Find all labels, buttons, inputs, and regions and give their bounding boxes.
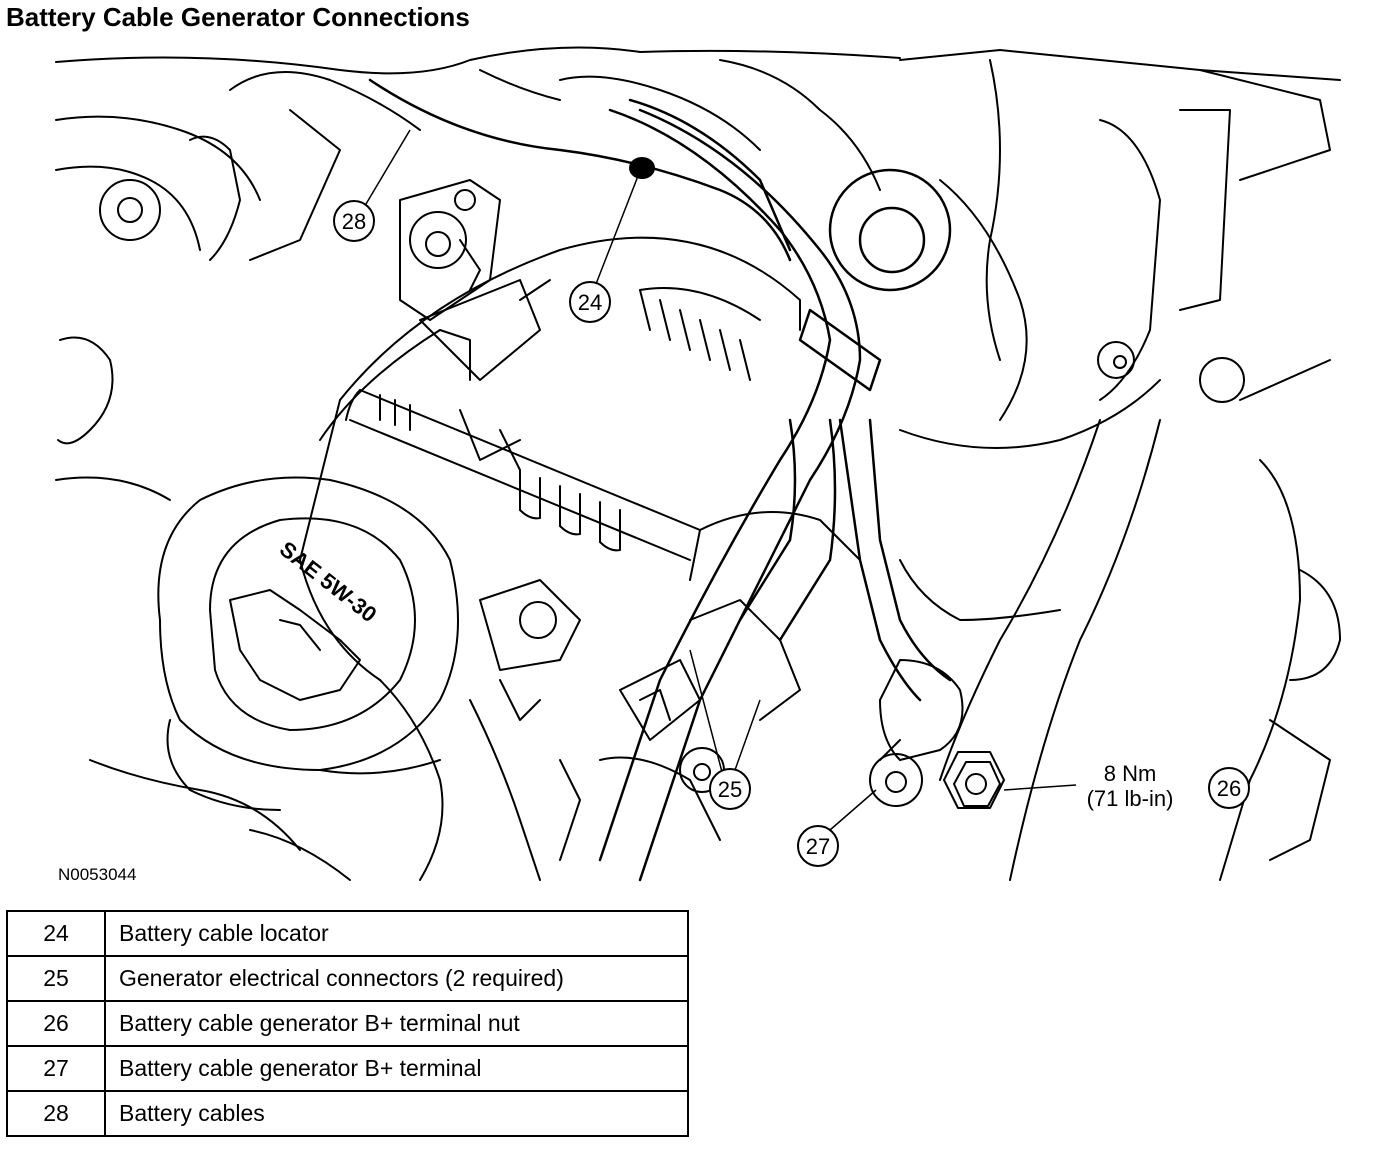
table-row: 26 Battery cable generator B+ terminal n… (6, 1000, 689, 1047)
callout-25: 25 (709, 768, 751, 810)
svg-text:26: 26 (1217, 776, 1241, 801)
callout-28: 28 (333, 200, 375, 242)
legend-table: 24 Battery cable locator 25 Generator el… (6, 910, 689, 1137)
table-row: 27 Battery cable generator B+ terminal (6, 1045, 689, 1092)
legend-number: 26 (6, 1000, 106, 1047)
page-title: Battery Cable Generator Connections (6, 2, 470, 32)
engine-bay-outline (55, 46, 1341, 881)
table-row: 24 Battery cable locator (6, 910, 689, 957)
torque-spec-imperial: (71 lb-in) (1087, 786, 1174, 811)
svg-text:25: 25 (718, 777, 742, 802)
legend-number: 28 (6, 1090, 106, 1137)
legend-description: Battery cables (104, 1090, 689, 1137)
table-row: 28 Battery cables (6, 1090, 689, 1137)
leader-lines (365, 129, 1077, 831)
callout-26: 26 (1208, 767, 1250, 809)
svg-text:28: 28 (342, 209, 366, 234)
generator-bracket (399, 179, 501, 321)
generator (299, 236, 861, 861)
lower-engine-outline (89, 559, 1061, 881)
svg-text:24: 24 (578, 290, 602, 315)
figure-id: N0053044 (58, 865, 136, 884)
b-plus-terminal (869, 659, 964, 807)
legend-description: Battery cable locator (104, 910, 689, 957)
legend-description: Battery cable generator B+ terminal (104, 1045, 689, 1092)
table-row: 25 Generator electrical connectors (2 re… (6, 955, 689, 1002)
terminal-nut (943, 751, 1005, 809)
torque-spec-metric: 8 Nm (1104, 761, 1157, 786)
battery-cable (368, 78, 952, 882)
legend-description: Battery cable generator B+ terminal nut (104, 1000, 689, 1047)
callout-27: 27 (797, 825, 839, 867)
engine-diagram: 28 24 25 27 26 8 Nm (71 lb-in) SAE 5W-30… (55, 46, 1341, 884)
legend-description: Generator electrical connectors (2 requi… (104, 955, 689, 1002)
callout-24: 24 (569, 281, 611, 323)
legend-number: 24 (6, 910, 106, 957)
oil-cap-label: SAE 5W-30 (275, 536, 382, 627)
battery-cable-locator (629, 157, 655, 179)
legend-number: 25 (6, 955, 106, 1002)
legend-number: 27 (6, 1045, 106, 1092)
svg-text:27: 27 (806, 834, 830, 859)
